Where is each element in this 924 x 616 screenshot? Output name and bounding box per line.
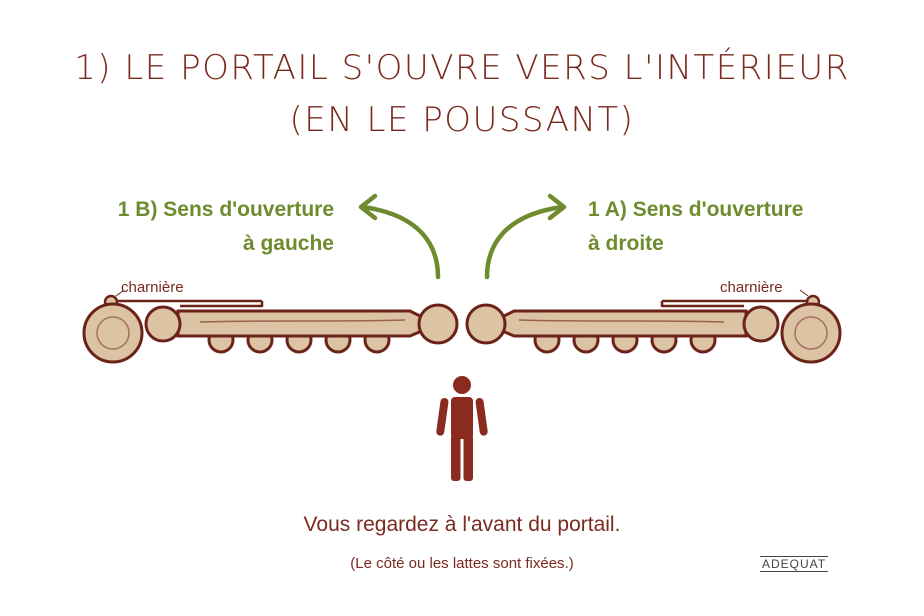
caption: Vous regardez à l'avant du portail. [303, 513, 621, 536]
hinge-leader-left [115, 289, 125, 297]
hinge-leader-right [799, 289, 809, 297]
title-line-2: (EN LE POUSSANT) [289, 100, 635, 140]
hinge-label-left: charnière [121, 279, 184, 296]
note: (Le côté ou les lattes sont fixées.) [350, 555, 574, 572]
hinge-label-right: charnière [720, 279, 783, 296]
curved-arrow-right-icon [484, 193, 567, 280]
left-gate-leaf [82, 294, 459, 364]
left-opening-label: 1 B) Sens d'ouverture à gauche [64, 193, 334, 261]
right-opening-label-line-1: 1 A) Sens d'ouverture [588, 198, 804, 221]
left-opening-label-line-1: 1 B) Sens d'ouverture [117, 198, 334, 221]
brand-logo: ADEQUAT [760, 556, 829, 572]
right-gate-leaf [465, 294, 842, 364]
right-opening-label-line-2: à droite [588, 232, 664, 255]
person-icon [436, 376, 488, 481]
left-opening-label-line-2: à gauche [242, 232, 334, 255]
curved-arrow-left-icon [358, 193, 441, 280]
right-opening-label: 1 A) Sens d'ouverture à droite [588, 193, 878, 261]
title-line-1: 1) LE PORTAIL S'OUVRE VERS L'INTÉRIEUR [74, 48, 850, 88]
